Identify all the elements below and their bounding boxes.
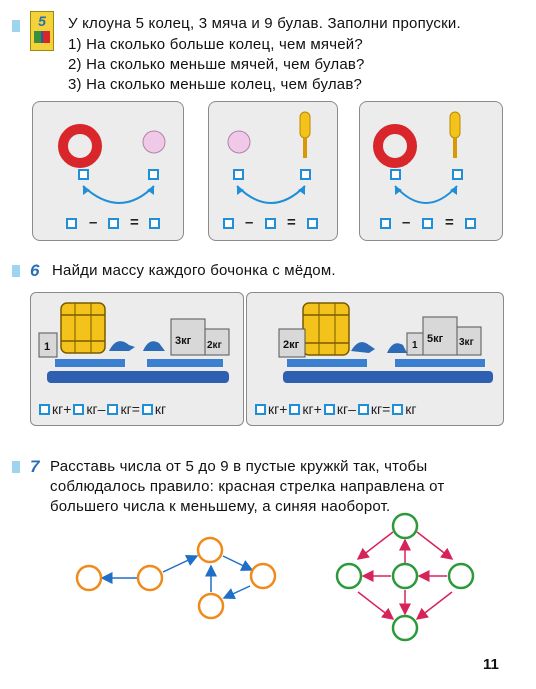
answer-box[interactable] — [465, 218, 476, 229]
answer-box[interactable] — [223, 218, 234, 229]
answer-box[interactable] — [265, 218, 276, 229]
task7-line1: Расставь числа от 5 до 9 в пустые кружкй… — [50, 458, 428, 475]
scale-right-drawing — [278, 302, 493, 383]
answer-box[interactable] — [323, 404, 335, 415]
book-icon — [34, 31, 50, 43]
task5-panel-3: – = — [359, 101, 503, 241]
answer-box[interactable] — [307, 218, 318, 229]
scale-left-drawing — [38, 302, 230, 383]
empty-circle — [391, 562, 419, 590]
weight-label: 3кг — [175, 335, 192, 347]
minus-sign: – — [402, 214, 411, 231]
empty-circle — [335, 562, 363, 590]
answer-box[interactable] — [107, 404, 119, 415]
empty-circle — [75, 564, 103, 592]
green-graph — [335, 512, 475, 642]
task5-line2: 1) На сколько больше колец, чем мячей? — [68, 36, 363, 53]
club-icon — [449, 111, 461, 139]
answer-box[interactable] — [66, 218, 77, 229]
weight-label: 3кг — [459, 337, 474, 348]
minus-sign: – — [89, 214, 98, 231]
answer-box[interactable] — [452, 169, 463, 180]
club-icon — [299, 111, 311, 139]
weight-label: 1 — [44, 341, 51, 353]
panel2-drawing — [227, 111, 311, 204]
answer-box[interactable] — [392, 404, 404, 415]
answer-box[interactable] — [149, 218, 160, 229]
weight-label: 5кг — [427, 333, 444, 345]
ring-icon — [58, 124, 102, 168]
task5-panel-1: – = — [32, 101, 184, 241]
task6-marker — [12, 265, 20, 277]
minus-sign: – — [245, 214, 254, 231]
empty-circle — [249, 562, 277, 590]
answer-box[interactable] — [233, 169, 244, 180]
orange-graph — [75, 536, 277, 620]
answer-box[interactable] — [380, 218, 391, 229]
task5-line3: 2) На сколько меньше мячей, чем булав? — [68, 56, 365, 73]
task5-line4: 3) На сколько меньше колец, чем булав? — [68, 76, 363, 93]
answer-box[interactable] — [390, 169, 401, 180]
page-number: 11 — [483, 656, 499, 673]
answer-box[interactable] — [148, 169, 159, 180]
equals-sign: = — [287, 214, 296, 231]
panel1-drawing — [58, 124, 166, 204]
weight-label: 1 — [412, 340, 418, 351]
task5-line1: У клоуна 5 колец, 3 мяча и 9 булав. Запо… — [68, 15, 461, 32]
equals-sign: = — [130, 214, 139, 231]
task5-number: 5 — [38, 13, 46, 29]
barrel-icon — [302, 302, 350, 356]
empty-circle — [196, 536, 224, 564]
task7-number: 7 — [30, 457, 40, 476]
answer-box[interactable] — [39, 404, 50, 415]
answer-box[interactable] — [289, 404, 301, 415]
task7-line3: большего числа к меньшему, а синяя наобо… — [50, 498, 391, 515]
scale-panel-left: 1 3кг 2кг кг+кг–кг=кг — [30, 292, 244, 426]
answer-box[interactable] — [108, 218, 119, 229]
answer-box[interactable] — [300, 169, 311, 180]
ring-icon — [373, 124, 417, 168]
answer-box[interactable] — [73, 404, 85, 415]
task5-panel-2: – = — [208, 101, 338, 241]
answer-box[interactable] — [357, 404, 369, 415]
task6-text: Найди массу каждого бочонка с мёдом. — [52, 262, 336, 279]
empty-circle — [391, 614, 419, 642]
barrel-icon — [60, 302, 106, 354]
answer-box[interactable] — [141, 404, 153, 415]
task5-badge: 5 — [30, 11, 54, 51]
weight-label: 2кг — [283, 339, 300, 351]
empty-circle — [447, 562, 475, 590]
task6-number: 6 — [30, 261, 40, 280]
empty-circle — [391, 512, 419, 540]
ball-icon — [142, 130, 166, 154]
scale-left-equation: кг+кг–кг=кг — [37, 401, 166, 417]
answer-box[interactable] — [78, 169, 89, 180]
ball-icon — [227, 130, 251, 154]
answer-box[interactable] — [422, 218, 433, 229]
weight-label: 2кг — [207, 340, 222, 351]
empty-circle — [197, 592, 225, 620]
scale-right-equation: кг+кг+кг–кг=кг — [253, 401, 417, 417]
empty-circle — [136, 564, 164, 592]
scale-panel-right: 2кг 5кг 3кг 1 кг+кг+кг–кг=кг — [246, 292, 504, 426]
panel3-drawing — [373, 111, 461, 204]
task7-marker — [12, 461, 20, 473]
task7-line2: соблюдалось правило: красная стрелка нап… — [50, 478, 445, 495]
equals-sign: = — [445, 214, 454, 231]
task5-marker — [12, 20, 20, 32]
answer-box[interactable] — [255, 404, 266, 415]
